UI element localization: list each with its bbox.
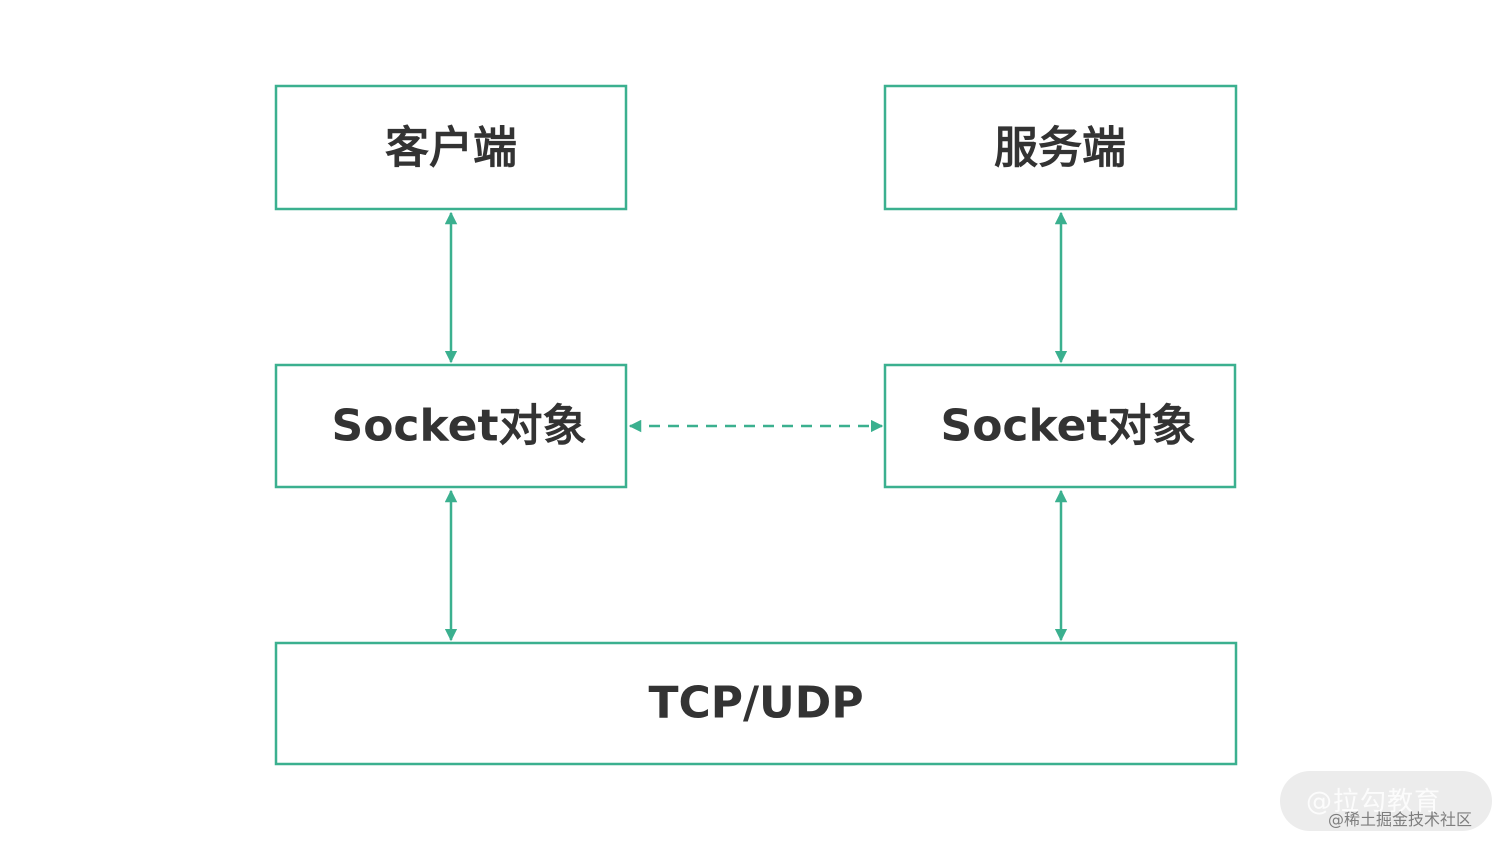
node-client-socket-label: Socket对象 [332,401,587,452]
node-client-socket: Socket对象 [274,363,628,489]
watermark-badge [1280,771,1492,831]
node-client: 客户端 [274,84,628,211]
watermark-sub-text: @稀土掘金技术社区 [1328,810,1473,829]
watermark-main-text: @拉勾教育 [1306,787,1442,817]
node-transport-label: TCP/UDP [648,678,863,729]
node-transport: TCP/UDP [274,641,1238,766]
node-server: 服务端 [883,84,1238,211]
node-server-socket: Socket对象 [883,363,1237,489]
node-client-label: 客户端 [385,123,517,174]
node-server-label: 服务端 [994,123,1126,174]
node-server-socket-label: Socket对象 [941,401,1196,452]
